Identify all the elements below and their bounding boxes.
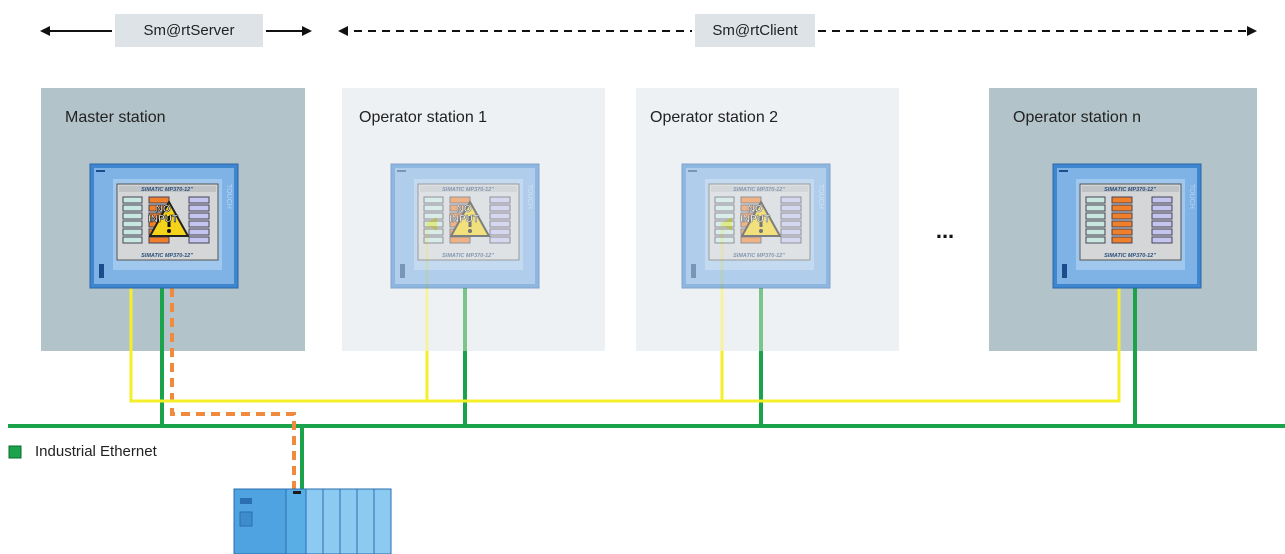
panel-model-label: SIMATIC MP370-12" [1104, 253, 1156, 259]
master-plc-dashed-link [170, 288, 296, 490]
plc-device [233, 488, 392, 554]
smartserver-label: Sm@rtServer [115, 14, 263, 47]
operator-station-n-title: Operator station n [1013, 109, 1142, 126]
legend-swatch [8, 445, 22, 459]
ellipsis: ... [936, 218, 954, 243]
panel-brand-label: TOUCH [817, 184, 824, 209]
warning-label: INPUT [148, 214, 178, 225]
warning-label: NO [748, 204, 763, 215]
master-station-title: Master station [65, 109, 166, 126]
warning-label: INPUT [449, 214, 479, 225]
legend-label: Industrial Ethernet [35, 443, 157, 460]
panel-model-label: SIMATIC MP370-12" [733, 253, 785, 259]
warning-label: INPUT [740, 214, 770, 225]
hmi-panel: SIMATIC MP370-12" SIMATIC MP370-12" TOUCH [1052, 163, 1202, 289]
panel-brand-label: TOUCH [225, 184, 232, 209]
operator-station-2-title: Operator station 2 [650, 109, 779, 126]
panel-model-label: SIMATIC MP370-12" [141, 253, 193, 259]
smartclient-label: Sm@rtClient [695, 14, 815, 47]
panel-model-label: SIMATIC MP370-12" [442, 253, 494, 259]
hmi-panel: SIMATIC MP370-12" SIMATIC MP370-12" TOUCH N… [89, 163, 239, 289]
hmi-panel: SIMATIC MP370-12" SIMATIC MP370-12" TOUCH N… [390, 163, 540, 289]
sync-lines [121, 217, 1129, 403]
panel-model-label: SIMATIC MP370-12" [141, 187, 193, 193]
panel-model-label: SIMATIC MP370-12" [733, 187, 785, 193]
panel-model-label: SIMATIC MP370-12" [1104, 187, 1156, 193]
panel-brand-label: TOUCH [1188, 184, 1195, 209]
warning-label: NO [156, 204, 171, 215]
panel-brand-label: TOUCH [526, 184, 533, 209]
warning-label: NO [457, 204, 472, 215]
panel-model-label: SIMATIC MP370-12" [442, 187, 494, 193]
operator-station-1-title: Operator station 1 [359, 109, 488, 126]
hmi-panel: SIMATIC MP370-12" SIMATIC MP370-12" TOUCH N… [681, 163, 831, 289]
